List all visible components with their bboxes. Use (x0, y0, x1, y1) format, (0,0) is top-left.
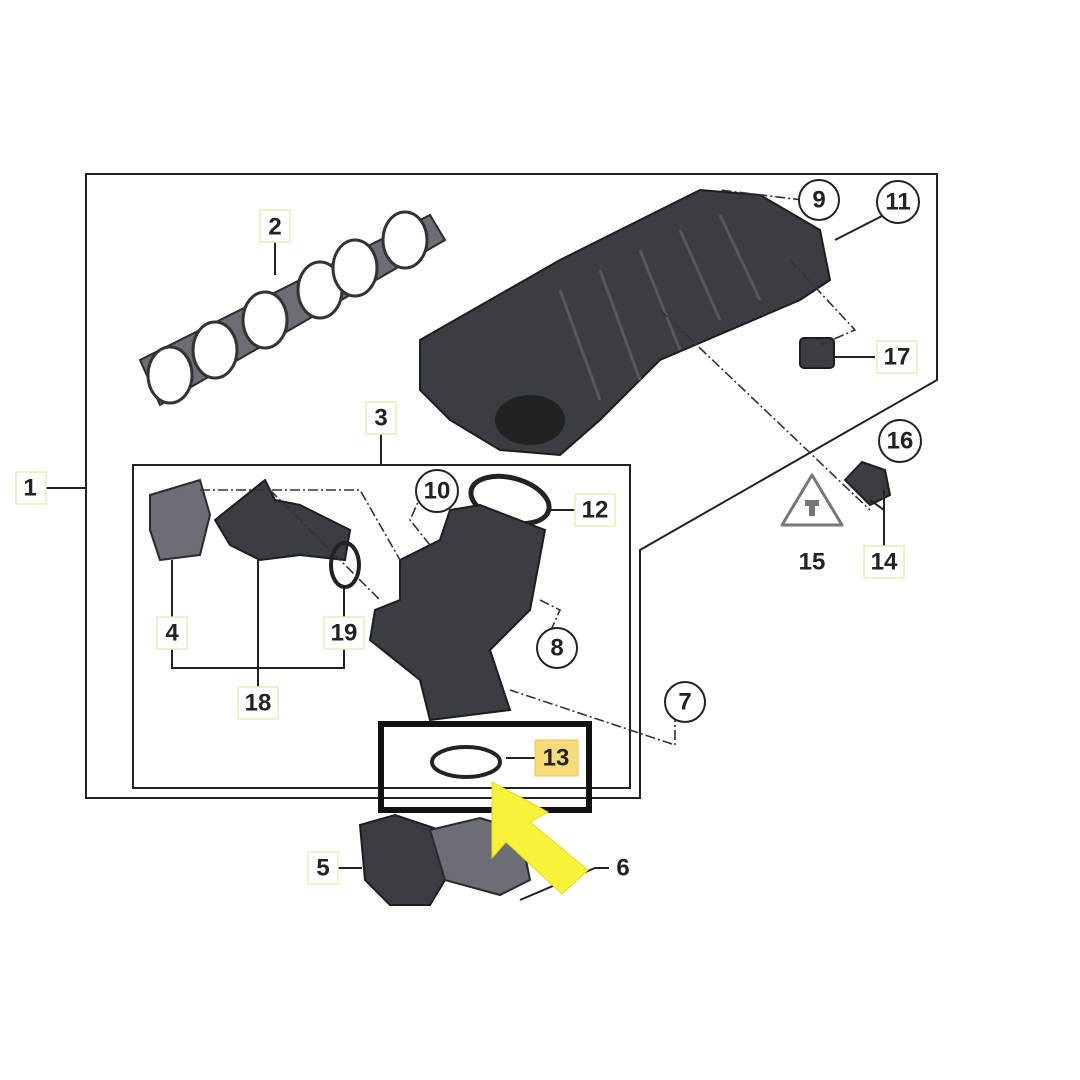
svg-text:4: 4 (165, 620, 179, 647)
svg-text:14: 14 (871, 549, 898, 576)
callout-11: 11 (876, 180, 920, 224)
part-15-electrical-warning-icon (780, 473, 844, 527)
callout-5: 5 (307, 851, 339, 885)
part-18-egr-valve (213, 478, 352, 562)
callout-16: 16 (878, 419, 922, 463)
svg-text:2: 2 (268, 214, 281, 241)
part-17-plug (799, 337, 835, 369)
part-16-sensor (843, 460, 892, 507)
svg-text:5: 5 (316, 855, 329, 882)
part-4-gasket (149, 478, 212, 562)
callout-10: 10 (415, 469, 459, 513)
svg-text:17: 17 (884, 344, 911, 371)
part-9-intake-manifold (419, 188, 832, 457)
outer-assembly-frame (85, 173, 938, 799)
svg-text:7: 7 (678, 689, 691, 716)
svg-text:12: 12 (582, 497, 609, 524)
callout-2: 2 (259, 209, 291, 243)
svg-text:3: 3 (374, 405, 387, 432)
svg-text:9: 9 (812, 187, 825, 214)
svg-text:19: 19 (331, 620, 358, 647)
callout-1: 1 (15, 471, 47, 505)
callout-14: 14 (863, 545, 905, 579)
leader-lines (44, 189, 885, 901)
svg-text:15: 15 (799, 549, 826, 576)
highlight-box (378, 721, 592, 813)
callout-9: 9 (798, 179, 840, 221)
callout-3: 3 (365, 401, 397, 435)
callout-6: 6 (616, 855, 629, 882)
callout-17: 17 (876, 340, 918, 374)
svg-text:6: 6 (616, 855, 629, 882)
callout-12: 12 (574, 493, 616, 527)
svg-text:13: 13 (543, 745, 570, 772)
svg-text:18: 18 (245, 690, 272, 717)
part-13-seal-ring (430, 745, 502, 779)
callout-19: 19 (323, 616, 365, 650)
part-2-manifold-gasket (138, 210, 447, 407)
svg-text:1: 1 (23, 475, 36, 502)
callout-4: 4 (156, 616, 188, 650)
callout-18: 18 (237, 686, 279, 720)
yellow-arrow-icon (491, 781, 589, 895)
callout-15: 15 (799, 549, 826, 576)
part-10-egr-cooler-pipe (368, 503, 547, 722)
callout-13-highlighted: 13 (534, 739, 579, 777)
callout-8: 8 (536, 627, 578, 669)
svg-text:16: 16 (887, 428, 914, 455)
svg-text:8: 8 (550, 635, 563, 662)
callout-7: 7 (664, 681, 706, 723)
svg-text:11: 11 (885, 189, 910, 216)
svg-text:10: 10 (424, 478, 451, 505)
